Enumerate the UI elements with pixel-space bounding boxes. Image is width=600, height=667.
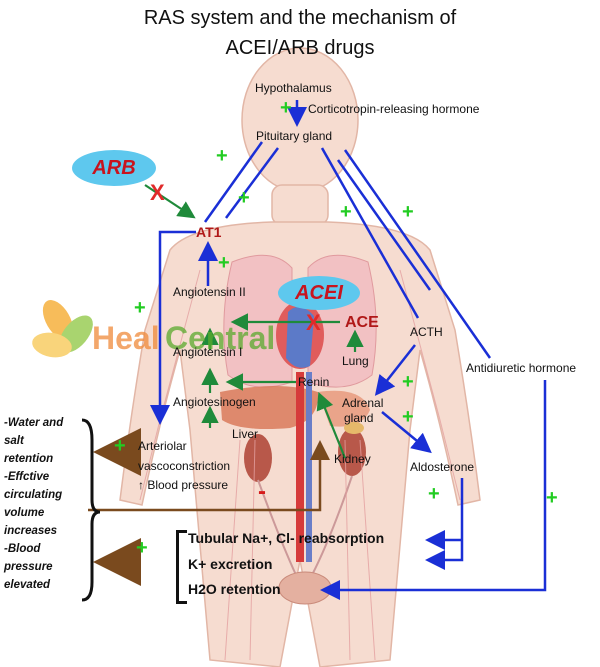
vena-cava <box>306 372 312 562</box>
acei-label: ACEI <box>295 281 343 304</box>
adrenal-label-line1: Adrenal <box>342 396 384 410</box>
tubular-reabsorption-label: Tubular Na+, Cl- reabsorption <box>188 530 385 546</box>
acei-drug-pill: ACEI <box>278 276 360 310</box>
kidney-label: Kidney <box>334 452 371 466</box>
crh-label: Corticotropin-releasing hormone <box>308 102 480 116</box>
plus-sign: + <box>238 187 250 209</box>
k-excretion-label: K+ excretion <box>188 556 273 572</box>
diagram-title-line1: RAS system and the mechanism of <box>143 7 457 29</box>
arb-block-mark: X <box>150 180 165 205</box>
arb-drug-pill: ARB <box>72 150 156 186</box>
h2o-retention-label: H2O retention <box>188 581 281 597</box>
effects-line: -Water and <box>4 417 64 429</box>
effects-brace <box>81 418 101 602</box>
liver <box>220 386 319 429</box>
arteriolar-label-line3: ↑ Blood pressure <box>138 478 229 492</box>
effects-line: pressure <box>4 561 53 573</box>
plus-sign: + <box>136 537 148 559</box>
effects-line: elevated <box>4 579 51 591</box>
effects-line: circulating <box>4 489 63 501</box>
plus-sign: + <box>216 145 228 167</box>
aldosterone-label: Aldosterone <box>410 460 475 474</box>
effects-line: retention <box>4 453 54 465</box>
plus-sign: + <box>402 371 414 393</box>
arteriolar-label-line1: Arteriolar <box>138 439 187 453</box>
plus-sign: + <box>218 252 230 274</box>
at1-label: AT1 <box>196 224 222 240</box>
arteriolar-label-line2: vascoconstriction <box>138 459 231 473</box>
arb-label: ARB <box>92 156 136 179</box>
plus-sign: + <box>114 435 126 457</box>
hypothalamus-label: Hypothalamus <box>255 81 332 95</box>
green-arrows <box>144 184 364 459</box>
plus-sign: + <box>340 201 352 223</box>
angiotensinogen-label: Angiotesinogen <box>173 395 256 409</box>
angiotensin1-label: Angiotensin I <box>173 345 243 359</box>
tubular-bracket <box>176 530 187 604</box>
aorta <box>296 372 304 562</box>
pituitary-label: Pituitary gland <box>256 129 333 143</box>
plus-sign: + <box>402 406 414 428</box>
adh-label: Antidiuretic hormone <box>466 361 577 375</box>
effects-line: volume <box>4 507 45 519</box>
effects-line: increases <box>4 525 58 537</box>
plus-sign: + <box>546 487 558 509</box>
adrenal-label-line2: gland <box>344 411 374 425</box>
ace-label: ACE <box>345 314 379 331</box>
effects-list: -Water and salt retention -Effctive circ… <box>4 414 88 594</box>
effects-line: salt <box>4 435 24 447</box>
effects-line: -Blood <box>4 543 41 555</box>
angiotensin2-label: Angiotensin II <box>173 285 246 299</box>
plus-sign: + <box>280 97 292 119</box>
acth-label: ACTH <box>410 325 443 339</box>
watermark-central: Central <box>165 320 276 356</box>
effects-line: -Effctive <box>4 471 50 483</box>
liver-label: Liver <box>232 427 259 441</box>
watermark-heal: Heal <box>92 320 160 356</box>
plus-sign: + <box>428 483 440 505</box>
watermark-flower-logo <box>32 300 93 358</box>
feedback-arrows <box>88 428 330 586</box>
minus-sign: - <box>258 478 266 505</box>
lung-label: Lung <box>342 354 369 368</box>
plus-sign: + <box>134 297 146 319</box>
diagram-title-line2: ACEI/ARB drugs <box>225 37 375 59</box>
acei-block-mark: X <box>306 310 321 335</box>
renin-label: Renin <box>298 375 330 389</box>
plus-sign: + <box>402 201 414 223</box>
blue-arrows <box>150 100 547 600</box>
bladder <box>278 571 332 605</box>
left-kidney <box>244 434 272 482</box>
